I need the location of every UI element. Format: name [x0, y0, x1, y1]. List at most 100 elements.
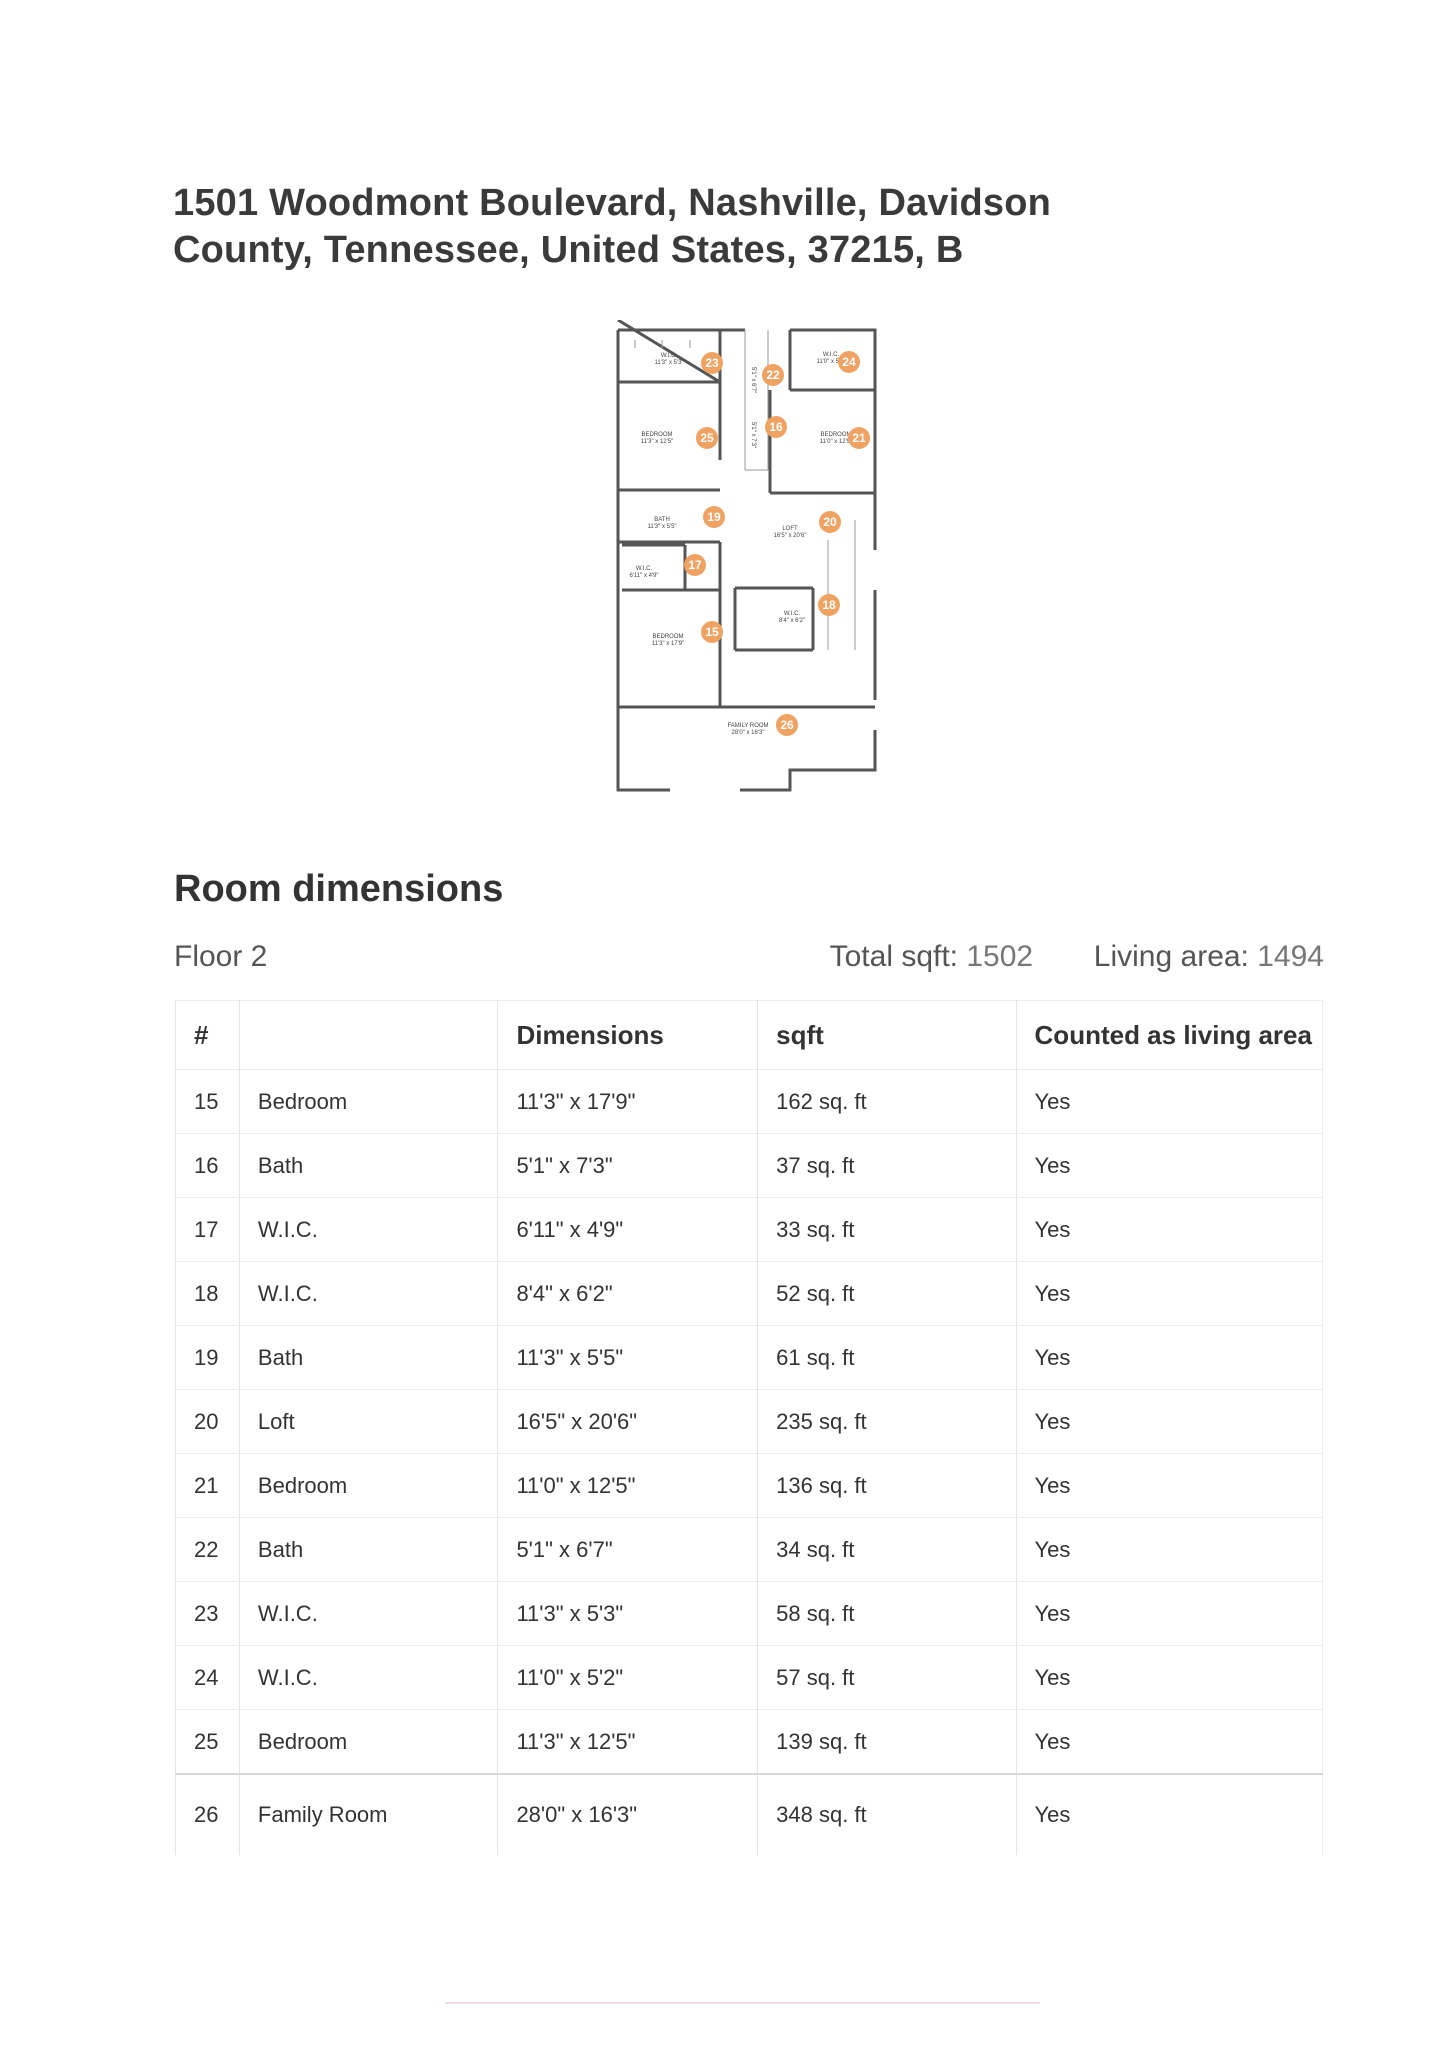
marker-26: 26: [776, 714, 798, 736]
plan-dims-bedroom-25: 11'3" x 12'5": [641, 439, 673, 445]
marker-16: 16: [765, 416, 787, 438]
living-area-value: 1494: [1257, 940, 1324, 973]
cell-dimensions: 28'0" x 16'3": [497, 1773, 759, 1855]
cell-dimensions: 16'5" x 20'6": [497, 1389, 759, 1454]
cell-room: Bath: [239, 1517, 499, 1582]
svg-text:22: 22: [766, 368, 780, 382]
cell-room: W.I.C.: [239, 1197, 499, 1262]
plan-label-wic-17: W.I.C.: [636, 566, 653, 572]
cell-number: 25: [175, 1709, 240, 1775]
scan-artifact-line: [445, 2002, 1040, 2004]
marker-18: 18: [818, 594, 840, 616]
cell-living: Yes: [1016, 1453, 1324, 1518]
cell-sqft: 139 sq. ft: [757, 1709, 1017, 1775]
plan-label-wic-18: W.I.C.: [784, 611, 801, 617]
cell-sqft: 61 sq. ft: [757, 1325, 1017, 1390]
svg-text:23: 23: [705, 356, 719, 370]
room-dimensions-table: # Dimensions sqft Counted as living area…: [175, 1000, 1324, 1855]
cell-sqft: 348 sq. ft: [757, 1773, 1017, 1855]
header-number: #: [175, 1000, 240, 1070]
plan-dims-wic-23: 11'3" x 5'3": [654, 360, 683, 366]
marker-22: 22: [762, 364, 784, 386]
cell-dimensions: 11'0" x 12'5": [497, 1453, 759, 1518]
header-sqft: sqft: [757, 1000, 1017, 1070]
plan-label-family-room-26: FAMILY ROOM: [727, 723, 768, 729]
plan-vertical-dims-16: 5'1" x 7'3": [750, 422, 756, 448]
plan-dims-family-room-26: 28'0" x 16'3": [732, 730, 765, 736]
svg-text:25: 25: [700, 431, 714, 445]
area-totals: Total sqft: 1502 Living area: 1494: [830, 940, 1324, 974]
address-line-1: 1501 Woodmont Boulevard, Nashville, Davi…: [173, 182, 1052, 224]
cell-room: Loft: [239, 1389, 499, 1454]
cell-living: Yes: [1016, 1773, 1324, 1855]
svg-text:19: 19: [707, 510, 721, 524]
cell-dimensions: 8'4" x 6'2": [497, 1261, 759, 1326]
plan-markers: 23 22 24 25 16 21 19 20 17 18 15 26: [684, 351, 870, 736]
plan-dims-wic-18: 8'4" x 6'2": [779, 618, 805, 624]
plan-dims-bath-19: 11'3" x 5'5": [647, 524, 676, 530]
marker-15: 15: [701, 621, 723, 643]
header-room: [239, 1000, 499, 1070]
cell-number: 24: [175, 1645, 240, 1710]
marker-24: 24: [838, 351, 860, 373]
total-sqft-value: 1502: [966, 940, 1034, 973]
plan-dims-loft-20: 16'5" x 20'6": [774, 533, 807, 539]
cell-sqft: 52 sq. ft: [757, 1261, 1017, 1326]
cell-living: Yes: [1016, 1517, 1324, 1582]
plan-dims-bedroom-15: 11'3" x 17'9": [652, 641, 684, 647]
marker-21: 21: [848, 427, 870, 449]
plan-label-wic-24: W.I.C.: [823, 352, 840, 358]
svg-text:21: 21: [852, 431, 866, 445]
property-address: 1501 Woodmont Boulevard, Nashville, Davi…: [173, 180, 1073, 274]
svg-text:15: 15: [705, 625, 719, 639]
plan-room-labels: W.I.C. 11'3" x 5'3" W.I.C. 11'0" x 5'2" …: [629, 352, 852, 736]
plan-walls: [616, 320, 877, 792]
cell-number: 17: [175, 1197, 240, 1262]
cell-number: 19: [175, 1325, 240, 1390]
floor-plan: W.I.C. 11'3" x 5'3" W.I.C. 11'0" x 5'2" …: [616, 320, 877, 792]
cell-number: 22: [175, 1517, 240, 1582]
cell-number: 26: [175, 1773, 240, 1855]
cell-dimensions: 5'1" x 6'7": [497, 1517, 759, 1582]
cell-number: 15: [175, 1069, 240, 1134]
cell-dimensions: 11'3" x 17'9": [497, 1069, 759, 1134]
cell-living: Yes: [1016, 1325, 1324, 1390]
cell-room: Bath: [239, 1325, 499, 1390]
svg-text:17: 17: [688, 558, 702, 572]
marker-17: 17: [684, 554, 706, 576]
svg-text:16: 16: [769, 420, 783, 434]
section-title: Room dimensions: [174, 868, 504, 910]
plan-vertical-dims-22: 5'1" x 6'7": [750, 367, 756, 393]
cell-room: Bedroom: [239, 1709, 499, 1775]
marker-25: 25: [696, 427, 718, 449]
address-line-2: County, Tennessee, United States, 37215,…: [173, 229, 964, 271]
cell-room: W.I.C.: [239, 1261, 499, 1326]
cell-dimensions: 11'3" x 5'3": [497, 1581, 759, 1646]
plan-label-bedroom-25: BEDROOM: [641, 432, 672, 438]
plan-label-bedroom-15: BEDROOM: [652, 634, 683, 640]
floor-label: Floor 2: [174, 940, 268, 973]
cell-number: 18: [175, 1261, 240, 1326]
cell-sqft: 235 sq. ft: [757, 1389, 1017, 1454]
cell-sqft: 58 sq. ft: [757, 1581, 1017, 1646]
plan-dims-wic-17: 6'11" x 4'9": [629, 573, 658, 579]
cell-dimensions: 11'3" x 12'5": [497, 1709, 759, 1775]
table-header-row: # Dimensions sqft Counted as living area: [175, 1000, 1324, 1070]
plan-label-loft-20: LOFT: [782, 526, 798, 532]
cell-room: Family Room: [239, 1773, 499, 1855]
cell-sqft: 162 sq. ft: [757, 1069, 1017, 1134]
cell-sqft: 34 sq. ft: [757, 1517, 1017, 1582]
svg-text:24: 24: [842, 355, 856, 369]
cell-dimensions: 11'3" x 5'5": [497, 1325, 759, 1390]
header-living-area: Counted as living area: [1016, 1000, 1324, 1070]
plan-dims-wic-24: 11'0" x 5'2": [816, 359, 845, 365]
cell-number: 16: [175, 1133, 240, 1198]
